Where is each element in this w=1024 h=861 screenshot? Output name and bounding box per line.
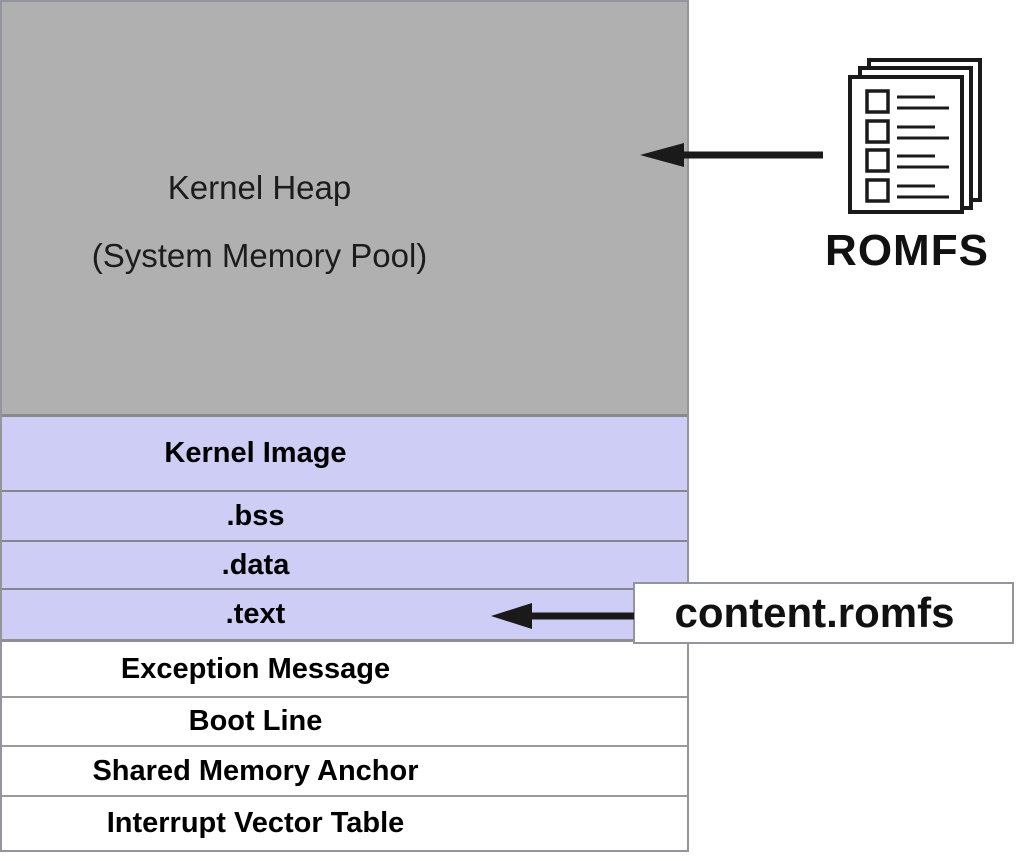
memory-column: Kernel Heap (System Memory Pool) Kernel … bbox=[0, 0, 689, 852]
kernel-heap-subtitle: (System Memory Pool) bbox=[91, 237, 428, 274]
row-interrupt-vector-table: Interrupt Vector Table bbox=[2, 797, 687, 850]
kernel-heap-title: Kernel Heap bbox=[167, 169, 352, 206]
content-romfs-label: content.romfs bbox=[674, 589, 955, 636]
checkbox-icon bbox=[865, 178, 890, 203]
row-text: .text bbox=[2, 590, 687, 642]
row-boot-line-label: Boot Line bbox=[188, 705, 323, 737]
row-shared-memory-anchor-label: Shared Memory Anchor bbox=[92, 754, 419, 787]
romfs-document-stack-icon bbox=[848, 58, 982, 214]
row-text-label: .text bbox=[225, 598, 286, 630]
row-exception-message-label: Exception Message bbox=[120, 652, 391, 685]
row-shared-memory-anchor: Shared Memory Anchor bbox=[2, 747, 687, 797]
row-kernel-image: Kernel Image bbox=[2, 417, 687, 492]
row-exception-message: Exception Message bbox=[2, 642, 687, 698]
row-boot-line: Boot Line bbox=[2, 698, 687, 747]
row-data: .data bbox=[2, 542, 687, 590]
row-kernel-image-label: Kernel Image bbox=[164, 437, 347, 469]
checkbox-icon bbox=[865, 119, 890, 144]
checkbox-icon bbox=[865, 89, 890, 114]
content-romfs-box: content.romfs bbox=[633, 582, 1014, 644]
row-bss-label: .bss bbox=[226, 499, 285, 532]
romfs-label: ROMFS bbox=[825, 226, 989, 275]
row-data-label: .data bbox=[221, 548, 290, 581]
row-bss: .bss bbox=[2, 492, 687, 542]
checkbox-icon bbox=[865, 148, 890, 173]
row-interrupt-vector-table-label: Interrupt Vector Table bbox=[106, 807, 405, 839]
kernel-heap-region: Kernel Heap (System Memory Pool) bbox=[2, 2, 687, 417]
